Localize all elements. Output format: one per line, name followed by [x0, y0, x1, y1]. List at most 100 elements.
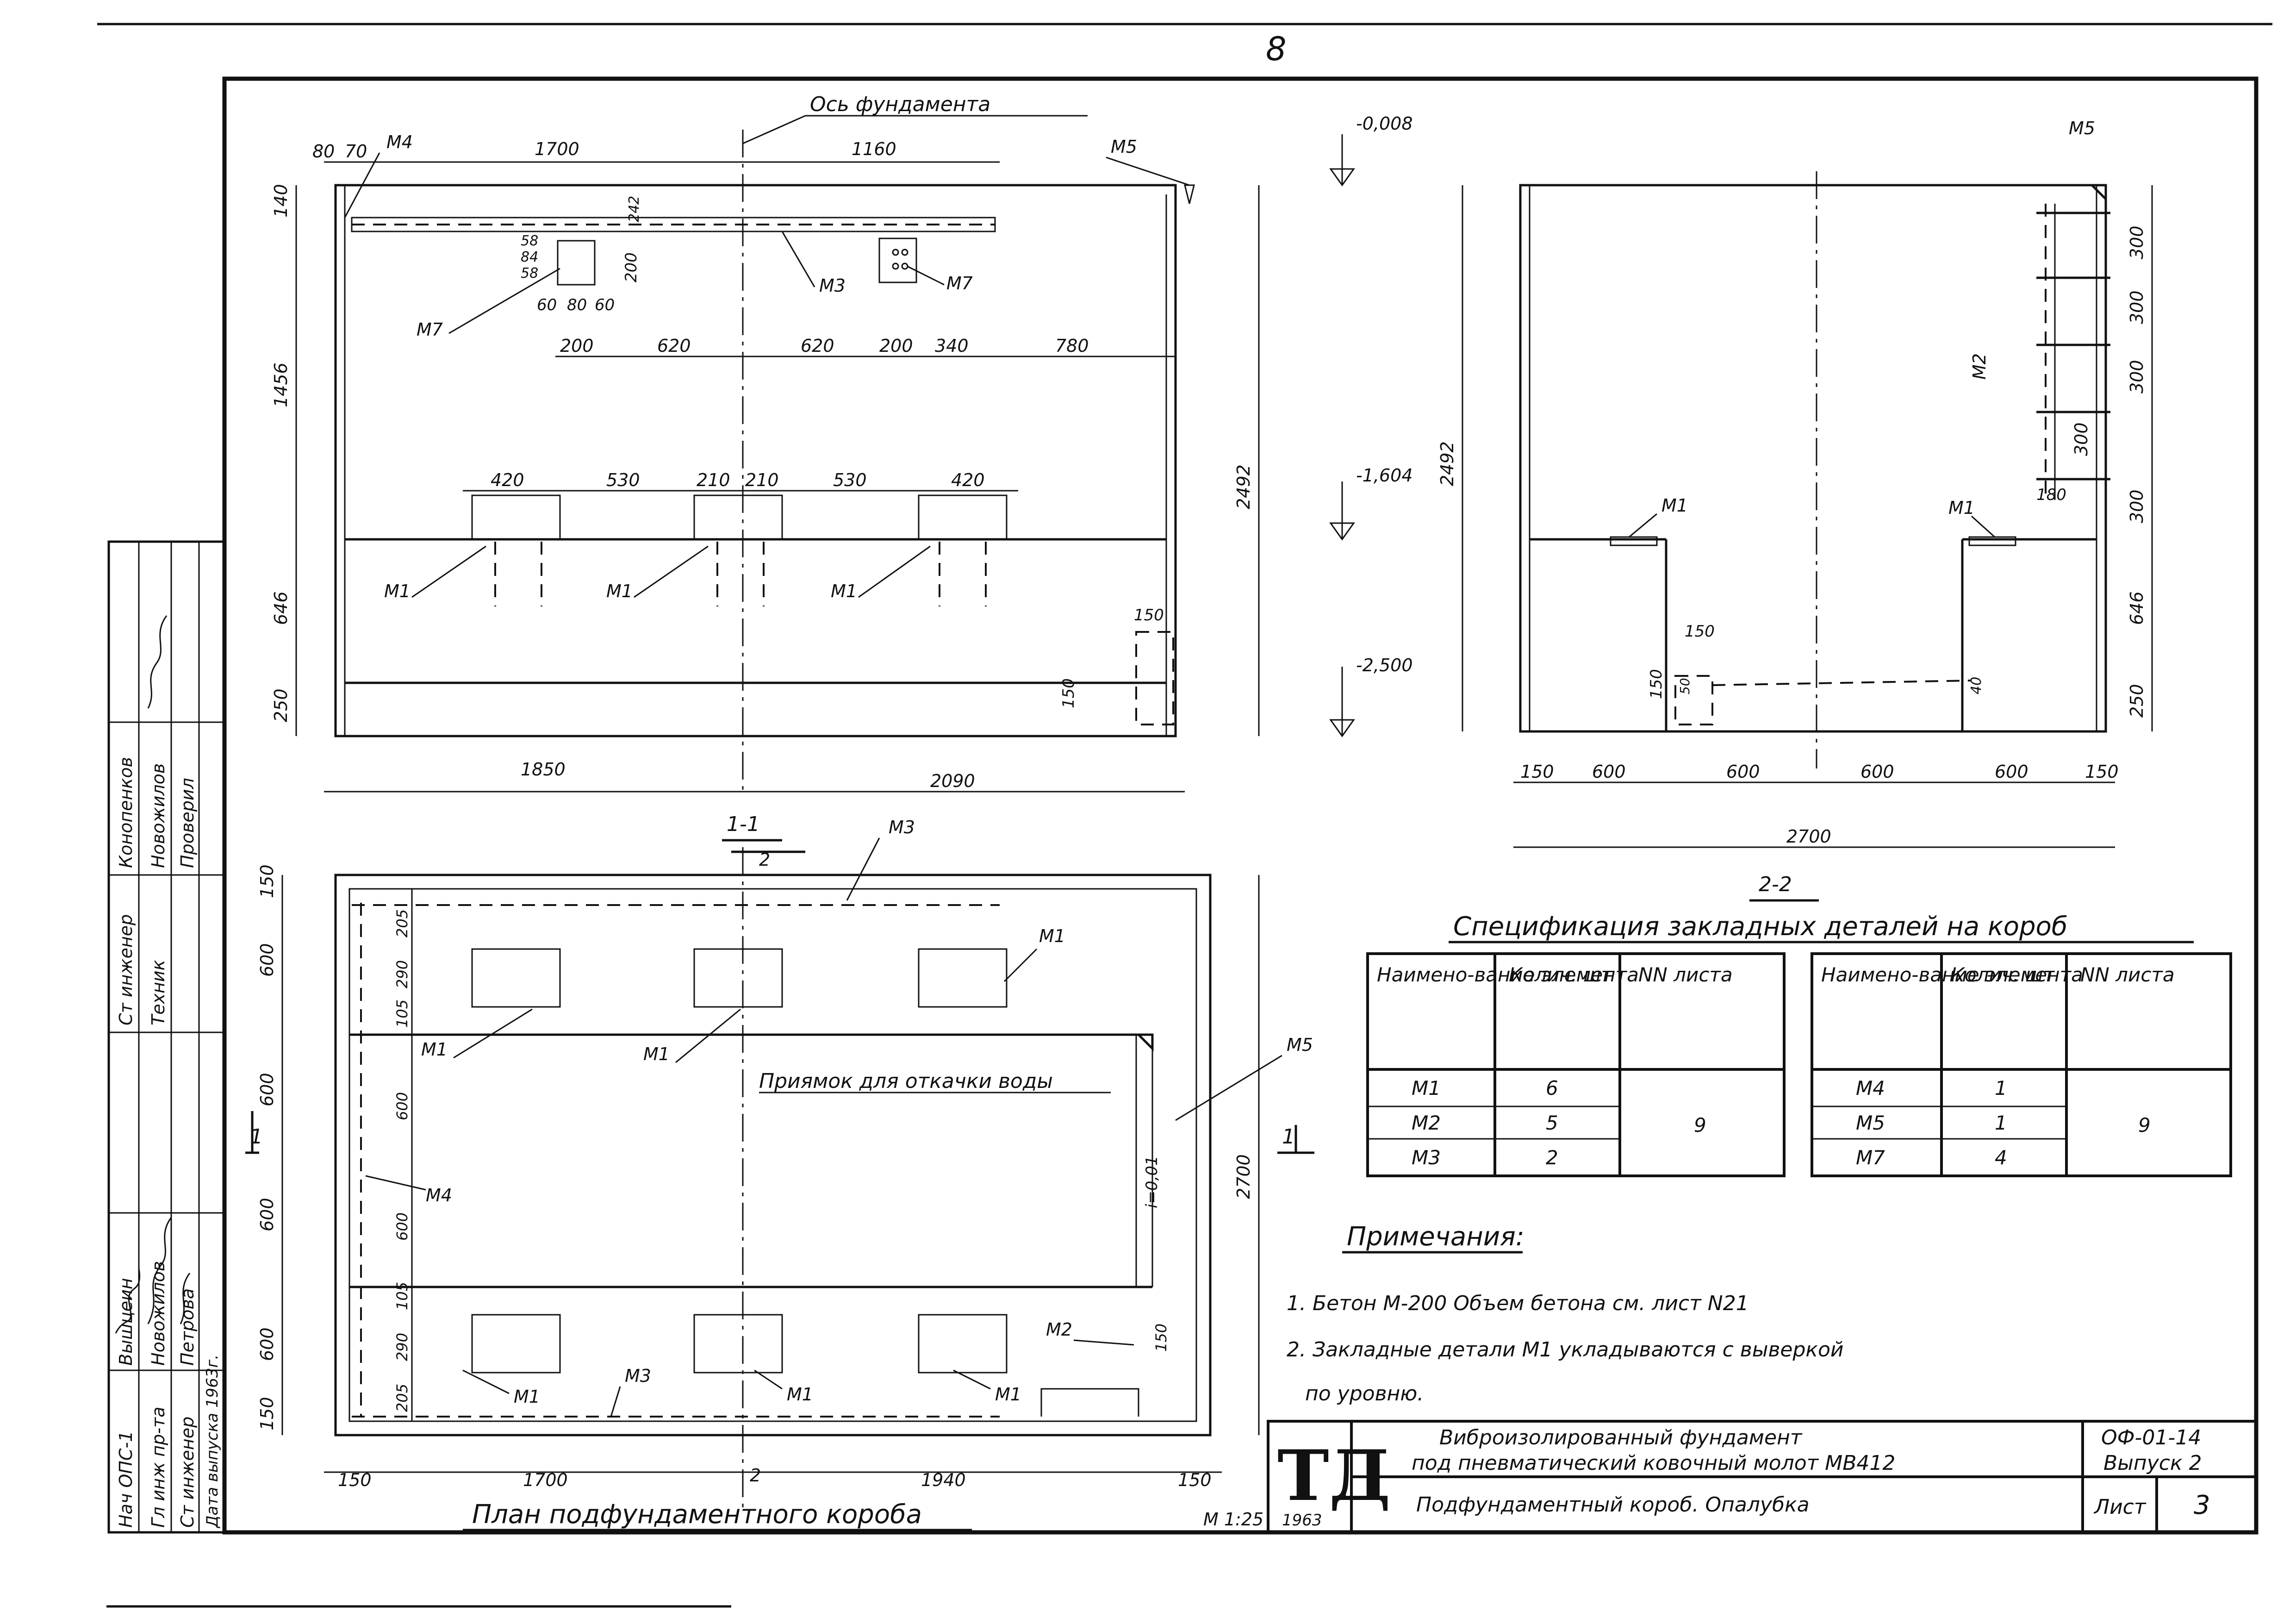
spec-r-h2: Колич. шт: [1951, 963, 2055, 986]
pit-text: Приямок для откачки воды: [759, 1069, 1053, 1093]
plan-label-m2: M2: [1046, 1319, 1072, 1340]
dim-22-180: 180: [2036, 486, 2066, 504]
spec-r-r2-qty: 1: [1995, 1112, 2007, 1134]
plan-label-m3-top: M3: [889, 817, 915, 837]
dim-22-250: 250: [2127, 684, 2147, 718]
stamp-row-3-name: Петрова: [177, 1288, 198, 1366]
stamp-row-3-role: Ст инженер: [177, 1417, 198, 1528]
dim-r1-200b: 200: [879, 336, 913, 356]
plan-in-600b: 600: [393, 1212, 411, 1241]
plan-in-105b: 105: [393, 1282, 411, 1310]
dim-22-2700: 2700: [1786, 826, 1831, 847]
spec-l-r1-qty: 6: [1546, 1077, 1558, 1099]
dim-242: 242: [626, 196, 642, 222]
plan-label-m1-br: M1: [995, 1384, 1021, 1405]
dim-r1-780: 780: [1055, 336, 1089, 356]
dim-r2-210a: 210: [697, 470, 730, 490]
dim-60b: 60: [595, 296, 615, 314]
dim-22-646: 646: [2127, 591, 2147, 625]
plan-dim-600a: 600: [257, 943, 277, 977]
label-m3: M3: [819, 275, 846, 296]
plan-b-150a: 150: [338, 1470, 372, 1490]
stamp-row-1-role: Нач ОПС-1: [116, 1431, 136, 1528]
dim-140: 140: [271, 184, 291, 218]
spec-section: Спецификация закладных деталей на короб …: [1366, 912, 2232, 1177]
dim-1160: 1160: [852, 139, 896, 159]
note-3: по уровню.: [1305, 1382, 1424, 1405]
plan-label-m1-l: M1: [421, 1039, 448, 1060]
dim-80b: 80: [567, 296, 587, 314]
plan-dim-600b: 600: [257, 1073, 277, 1106]
pit-dim-150b: 150: [1059, 678, 1078, 708]
plan-label-m3-bottom: M3: [625, 1366, 651, 1386]
section-1-1-title: 1-1: [727, 812, 760, 836]
dim-r1-340: 340: [935, 336, 969, 356]
spec-title: Спецификация закладных деталей на короб: [1453, 912, 2067, 942]
signatures: [115, 615, 191, 1334]
plan-view: 150 600 600 600 600 150 205 290 105 600 …: [245, 817, 1314, 1531]
stamp-r-row-3-name: Проверил: [177, 778, 198, 868]
dim-22-300e: 300: [2127, 489, 2147, 523]
stamp-r-row-1-name: Конопенков: [116, 757, 136, 868]
dim-22-b600b: 600: [1726, 762, 1760, 782]
stamp-r-row-2-name: Новожилов: [148, 763, 168, 868]
plan-label-m1-bl: M1: [514, 1387, 540, 1407]
dim-22-300a: 300: [2127, 225, 2147, 259]
dim-22-2492: 2492: [1437, 441, 1457, 486]
spec-l-h1: Наимено-вание элемента: [1377, 963, 1639, 986]
dim-r2-530a: 530: [606, 470, 640, 490]
dim-22-300c: 300: [2127, 360, 2147, 394]
dim-r1-620b: 620: [801, 336, 834, 356]
section-1-1: Ось фундамента 80 70 1700 1160 M4 M5 140…: [271, 93, 1413, 793]
label-m7-right: M7: [946, 273, 973, 294]
axis-label: Ось фундамента: [810, 93, 990, 116]
dim-646: 646: [271, 591, 291, 625]
stamp-r-row-2-role: Техник: [148, 960, 168, 1025]
dim-58b: 58: [521, 265, 538, 281]
logo: ТД: [1277, 1435, 1391, 1517]
spec-l-r1-name: M1: [1412, 1077, 1441, 1099]
dim-200v: 200: [622, 252, 641, 282]
label-m4-top: M4: [386, 132, 413, 152]
plan-scale: M 1:25: [1203, 1509, 1263, 1530]
spec-r-sheet: 9: [2138, 1114, 2151, 1137]
note-1: 1. Бетон М-200 Объем бетона см. лист N21: [1287, 1292, 1749, 1315]
label-m7-left: M7: [417, 319, 443, 340]
plan-label-m1-c: M1: [643, 1044, 670, 1064]
plan-pit-dim: 150: [1152, 1324, 1170, 1352]
plan-dim-150a: 150: [257, 864, 277, 898]
spec-l-r2-qty: 5: [1546, 1112, 1558, 1134]
spec-l-r2-name: M2: [1412, 1112, 1441, 1134]
cut-2-bottom: 2: [750, 1465, 761, 1486]
section-2-2-title: 2-2: [1759, 873, 1792, 896]
spec-l-sheet: 9: [1694, 1114, 1706, 1137]
cut-1-right: 1: [1282, 1125, 1295, 1149]
spec-r-r1-name: M4: [1856, 1077, 1885, 1099]
spec-r-r2-name: M5: [1856, 1112, 1885, 1134]
notes-section: Примечания: 1. Бетон М-200 Объем бетона …: [1287, 1222, 1843, 1405]
issue: Выпуск 2: [2103, 1451, 2202, 1475]
spec-l-h3: NN листа: [1638, 963, 1733, 986]
dim-1456: 1456: [271, 362, 291, 407]
dim-80: 80: [312, 141, 335, 162]
label-m5-top: M5: [1111, 137, 1137, 157]
dim-58a: 58: [521, 233, 538, 249]
plan-b-150b: 150: [1178, 1470, 1212, 1490]
label-m1-b: M1: [606, 581, 633, 601]
dim-22-b150a: 150: [1520, 762, 1554, 782]
dim-22-50: 50: [1677, 678, 1692, 694]
plan-in-205b: 205: [393, 1384, 411, 1412]
sheet-label: Лист: [2093, 1495, 2147, 1519]
plan-in-600a: 600: [393, 1092, 411, 1120]
spec-r-h1: Наимено-вание элемента: [1821, 963, 2083, 986]
plan-in-105a: 105: [393, 999, 411, 1028]
plan-in-290b: 290: [393, 1333, 411, 1361]
dim-22-b150b: 150: [2085, 762, 2119, 782]
note-2: 2. Закладные детали М1 укладываются с вы…: [1287, 1338, 1843, 1362]
dim-r2-530b: 530: [833, 470, 867, 490]
spec-table-left: [1366, 952, 1786, 1177]
spec-l-h2: Колич. шт: [1509, 963, 1613, 986]
stamp-r-row-1-role: Ст инженер: [116, 914, 136, 1025]
pit-dim-150a: 150: [1134, 606, 1164, 625]
